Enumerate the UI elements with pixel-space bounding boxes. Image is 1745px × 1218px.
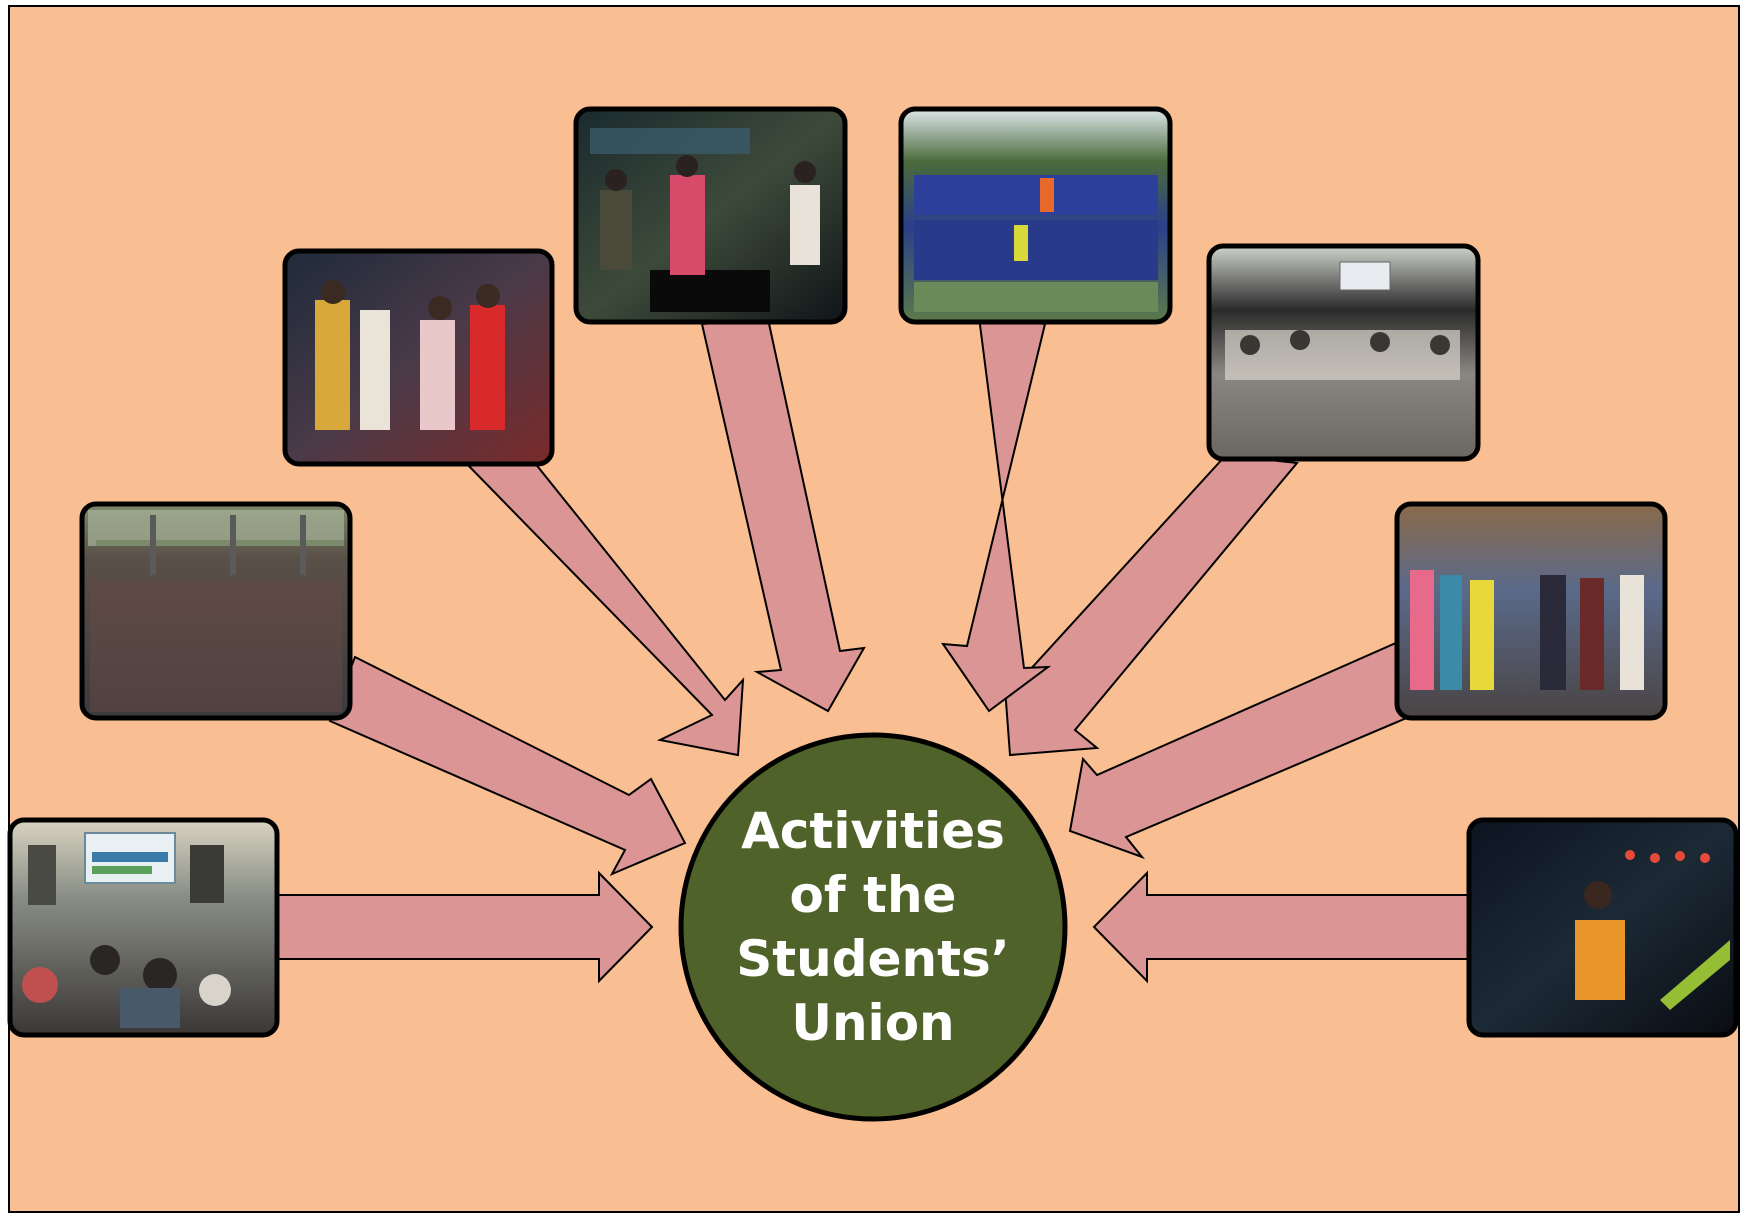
photo-lamp-lighting xyxy=(282,248,555,467)
arrows xyxy=(275,315,1471,984)
arrow-from-football xyxy=(940,315,1052,713)
center-title-line-2: of the xyxy=(789,866,957,924)
center-title-line-3: Students’ xyxy=(736,930,1010,988)
arrow-from-band xyxy=(700,317,866,713)
arrow-left xyxy=(275,870,654,984)
arrow-from-lamp-lighting xyxy=(462,450,745,757)
photo-group-gathering xyxy=(1394,501,1668,721)
center-title-line-1: Activities xyxy=(741,802,1005,860)
arrow-from-audience xyxy=(328,655,687,877)
photo-audience-crowd xyxy=(79,501,353,721)
center-title: Activities of the Students’ Union xyxy=(681,735,1065,1119)
photo-football-team xyxy=(898,106,1173,325)
center-title-line-4: Union xyxy=(791,994,955,1052)
photo-community-meal xyxy=(1206,243,1481,462)
photo-dance-performance xyxy=(1466,817,1739,1038)
center-circle xyxy=(678,732,1068,1122)
photo-band-performance xyxy=(573,106,848,325)
arrow-from-group-gathering xyxy=(1068,640,1425,860)
arrow-right xyxy=(1092,870,1471,984)
photo-orientation-session xyxy=(7,817,280,1038)
